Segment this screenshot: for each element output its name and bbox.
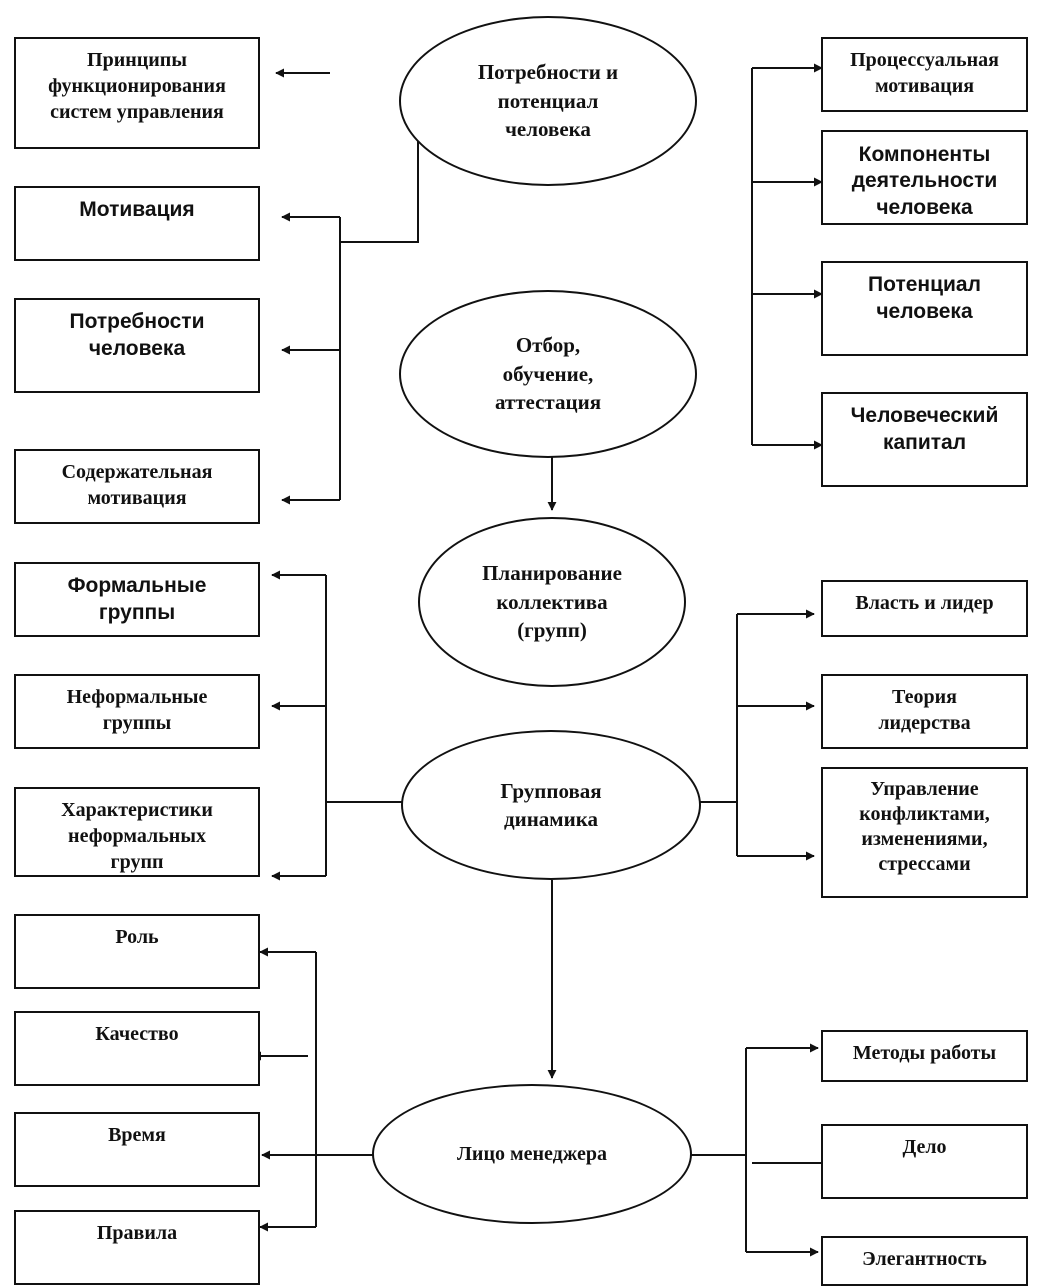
informal-groups-box: Неформальные группы (14, 674, 260, 749)
motivation-label: Мотивация (79, 198, 195, 221)
business-box: Дело (821, 1124, 1028, 1199)
informal-traits-label: Характеристики (61, 799, 213, 821)
activity-components-label: Компоненты (858, 143, 991, 166)
elegance-box: Элегантность (821, 1236, 1028, 1286)
selection-label: обучение, (502, 361, 594, 386)
conflict-management-label: стрессами (878, 853, 971, 875)
process-motivation-label: Процессуальная (850, 49, 999, 71)
human-needs-box: Потребности человека (14, 298, 260, 393)
informal-groups-label: группы (102, 712, 172, 734)
principles-box: Принципы функционирования систем управлени… (14, 37, 260, 149)
principles-label: Принципы (87, 49, 187, 71)
planning-node: Планирование коллектива (групп) (418, 517, 686, 687)
role-box: Роль (14, 914, 260, 989)
human-needs-label: человека (88, 337, 186, 361)
conflict-management-label: изменениями, (861, 828, 988, 850)
power-leader-label: Власть и лидер (855, 592, 994, 614)
needs-potential-label: человека (505, 117, 591, 142)
work-methods-label: Методы работы (852, 1042, 997, 1064)
informal-traits-label: неформальных (68, 825, 206, 847)
rules-label: Правила (96, 1222, 178, 1244)
process-motivation-box: Процессуальная мотивация (821, 37, 1028, 112)
activity-components-label: человека (876, 195, 973, 219)
leadership-theory-label: лидерства (878, 712, 971, 734)
elegance-label: Элегантность (862, 1248, 987, 1270)
needs-potential-node: Потребности и потенциал человека (399, 16, 697, 186)
content-motivation-label: Содержательная (61, 461, 213, 483)
group-dynamics-node: Групповая динамика (401, 730, 701, 880)
human-capital-box: Человеческий капитал (821, 392, 1028, 487)
work-methods-box: Методы работы (821, 1030, 1028, 1082)
needs-potential-label: потенциал (497, 88, 599, 113)
selection-label: аттестация (494, 390, 602, 415)
time-box: Время (14, 1112, 260, 1187)
principles-label: систем управления (50, 101, 224, 123)
conflict-management-label: конфликтами, (859, 803, 990, 825)
informal-traits-box: Характеристики неформальных групп (14, 787, 260, 877)
selection-node: Отбор, обучение, аттестация (399, 290, 697, 458)
human-potential-label: Потенциал (868, 273, 981, 296)
informal-traits-label: групп (110, 851, 164, 873)
selection-label: Отбор, (515, 333, 581, 358)
planning-label: Планирование (482, 561, 622, 586)
activity-components-label: деятельности (851, 169, 998, 193)
business-label: Дело (902, 1136, 947, 1158)
human-potential-box: Потенциал человека (821, 261, 1028, 356)
human-capital-label: Человеческий (850, 404, 999, 427)
leadership-theory-box: Теория лидерства (821, 674, 1028, 749)
planning-label: коллектива (496, 589, 608, 614)
human-potential-label: человека (876, 300, 973, 324)
content-motivation-label: мотивация (87, 487, 187, 509)
conflict-management-label: Управление (870, 778, 979, 800)
formal-groups-label: Формальные (67, 574, 207, 597)
quality-label: Качество (95, 1023, 179, 1045)
informal-groups-label: Неформальные (66, 686, 208, 708)
power-leader-box: Власть и лидер (821, 580, 1028, 637)
content-motivation-box: Содержательная мотивация (14, 449, 260, 524)
needs-potential-label: Потребности и (477, 60, 619, 85)
motivation-box: Мотивация (14, 186, 260, 261)
conflict-management-box: Управление конфликтами, изменениями, стресс… (821, 767, 1028, 898)
planning-label: (групп) (517, 618, 587, 643)
human-needs-label: Потребности (69, 310, 205, 333)
formal-groups-box: Формальные группы (14, 562, 260, 637)
formal-groups-label: группы (98, 601, 176, 625)
leadership-theory-label: Теория (892, 686, 957, 708)
manager-label: Лицо менеджера (457, 1142, 607, 1165)
quality-box: Качество (14, 1011, 260, 1086)
manager-node: Лицо менеджера (372, 1084, 692, 1224)
time-label: Время (108, 1124, 166, 1146)
group-dynamics-label: Групповая (500, 778, 602, 803)
rules-box: Правила (14, 1210, 260, 1285)
role-label: Роль (115, 926, 159, 948)
human-capital-label: капитал (882, 431, 967, 455)
principles-label: функционирования (48, 75, 226, 97)
process-motivation-label: мотивация (874, 75, 975, 97)
group-dynamics-label: динамика (503, 807, 598, 831)
